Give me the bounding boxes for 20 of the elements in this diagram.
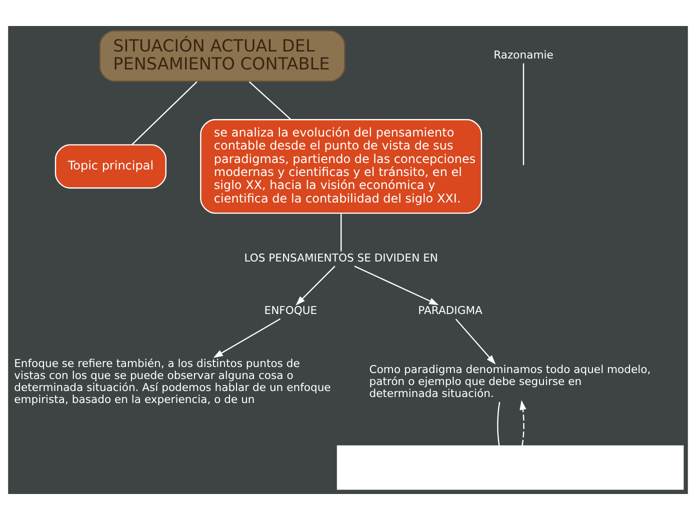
node-box: se analiza la evolución del pensamiento contable desde el punto de vista de sus paradigmas, partiendo de las concepciones modernas y cientificas y el tránsito, en el siglo XX, hacia la visión económica y cientifica de la contabilidad del siglo XXI. xyxy=(200,119,482,214)
arrow xyxy=(455,318,496,365)
node-box: Topic principal xyxy=(54,144,166,189)
arrow xyxy=(354,266,439,306)
connector xyxy=(131,81,198,146)
node-text: Como paradigma denominamos todo aquel modelo, patrón o ejemplo que debe seguirse en determinada situación. xyxy=(369,363,651,400)
node-text: LOS PENSAMIENTOS SE DIVIDEN EN xyxy=(244,251,438,264)
node-box: SITUACIÓN ACTUAL DEL PENSAMIENTO CONTABLE xyxy=(99,30,346,82)
node-text: ENFOQUE xyxy=(264,304,318,318)
node-text: Enfoque se refiere también, a los distintos puntos de vistas con los que se puede observar alguna cosa o determinada situación. Así podemos hablar de un enfoque empirista, basado en la experiencia, o de un xyxy=(14,357,331,406)
connector xyxy=(340,214,342,252)
connector xyxy=(522,63,524,166)
arrow xyxy=(213,318,281,358)
arrow xyxy=(520,400,526,446)
node-text: Razonamie xyxy=(494,48,554,62)
node-text: PARADIGMA xyxy=(418,304,482,318)
connector xyxy=(497,402,500,446)
arrow xyxy=(296,266,336,306)
node-box xyxy=(336,445,684,490)
connector xyxy=(248,81,292,120)
